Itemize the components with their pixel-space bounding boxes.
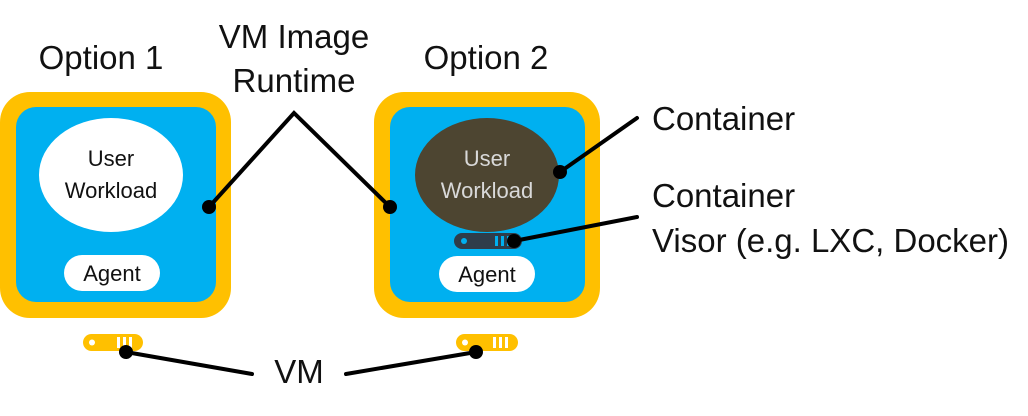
vm-connector-left (124, 350, 254, 376)
vm-image-runtime-label-line1: VM Image (219, 18, 369, 55)
option2-agent (439, 256, 535, 292)
option2-runtime-dot (383, 200, 397, 214)
option2-workload-line1: User (464, 146, 510, 171)
option2-vm-server-icon (456, 334, 518, 351)
option1-workload-line1: User (88, 146, 134, 171)
option1-workload-line2: Workload (65, 178, 158, 203)
option2-container (415, 118, 559, 232)
connector-dots (119, 165, 567, 359)
container-visor-label-line1: Container (652, 177, 795, 214)
container-visor-connector (512, 215, 639, 243)
vm-connector-right (344, 350, 478, 376)
runtime-connector (207, 110, 392, 209)
container-dot (553, 165, 567, 179)
option2-agent-label: Agent (458, 262, 516, 287)
vm-image-runtime-label-line2: Runtime (233, 62, 356, 99)
option2-vm: User Workload Agent (374, 92, 600, 318)
option1-title: Option 1 (39, 39, 164, 76)
option1-user-workload (39, 118, 183, 232)
option2-vm-dot (469, 345, 483, 359)
option2-workload-line2: Workload (441, 178, 534, 203)
option1-runtime-dot (202, 200, 216, 214)
option1-agent (64, 255, 160, 291)
container-label: Container (652, 100, 795, 137)
container-connector (558, 116, 639, 174)
container-visor-dot (507, 234, 521, 248)
connector-lines (124, 110, 639, 376)
vm-label: VM (274, 353, 324, 390)
option1-vm: User Workload Agent (0, 92, 231, 318)
option1-vm-dot (119, 345, 133, 359)
container-visor-label-line2: Visor (e.g. LXC, Docker) (652, 222, 1009, 259)
option1-vm-server-icon (83, 334, 143, 351)
option2-title: Option 2 (424, 39, 549, 76)
option1-agent-label: Agent (83, 261, 141, 286)
